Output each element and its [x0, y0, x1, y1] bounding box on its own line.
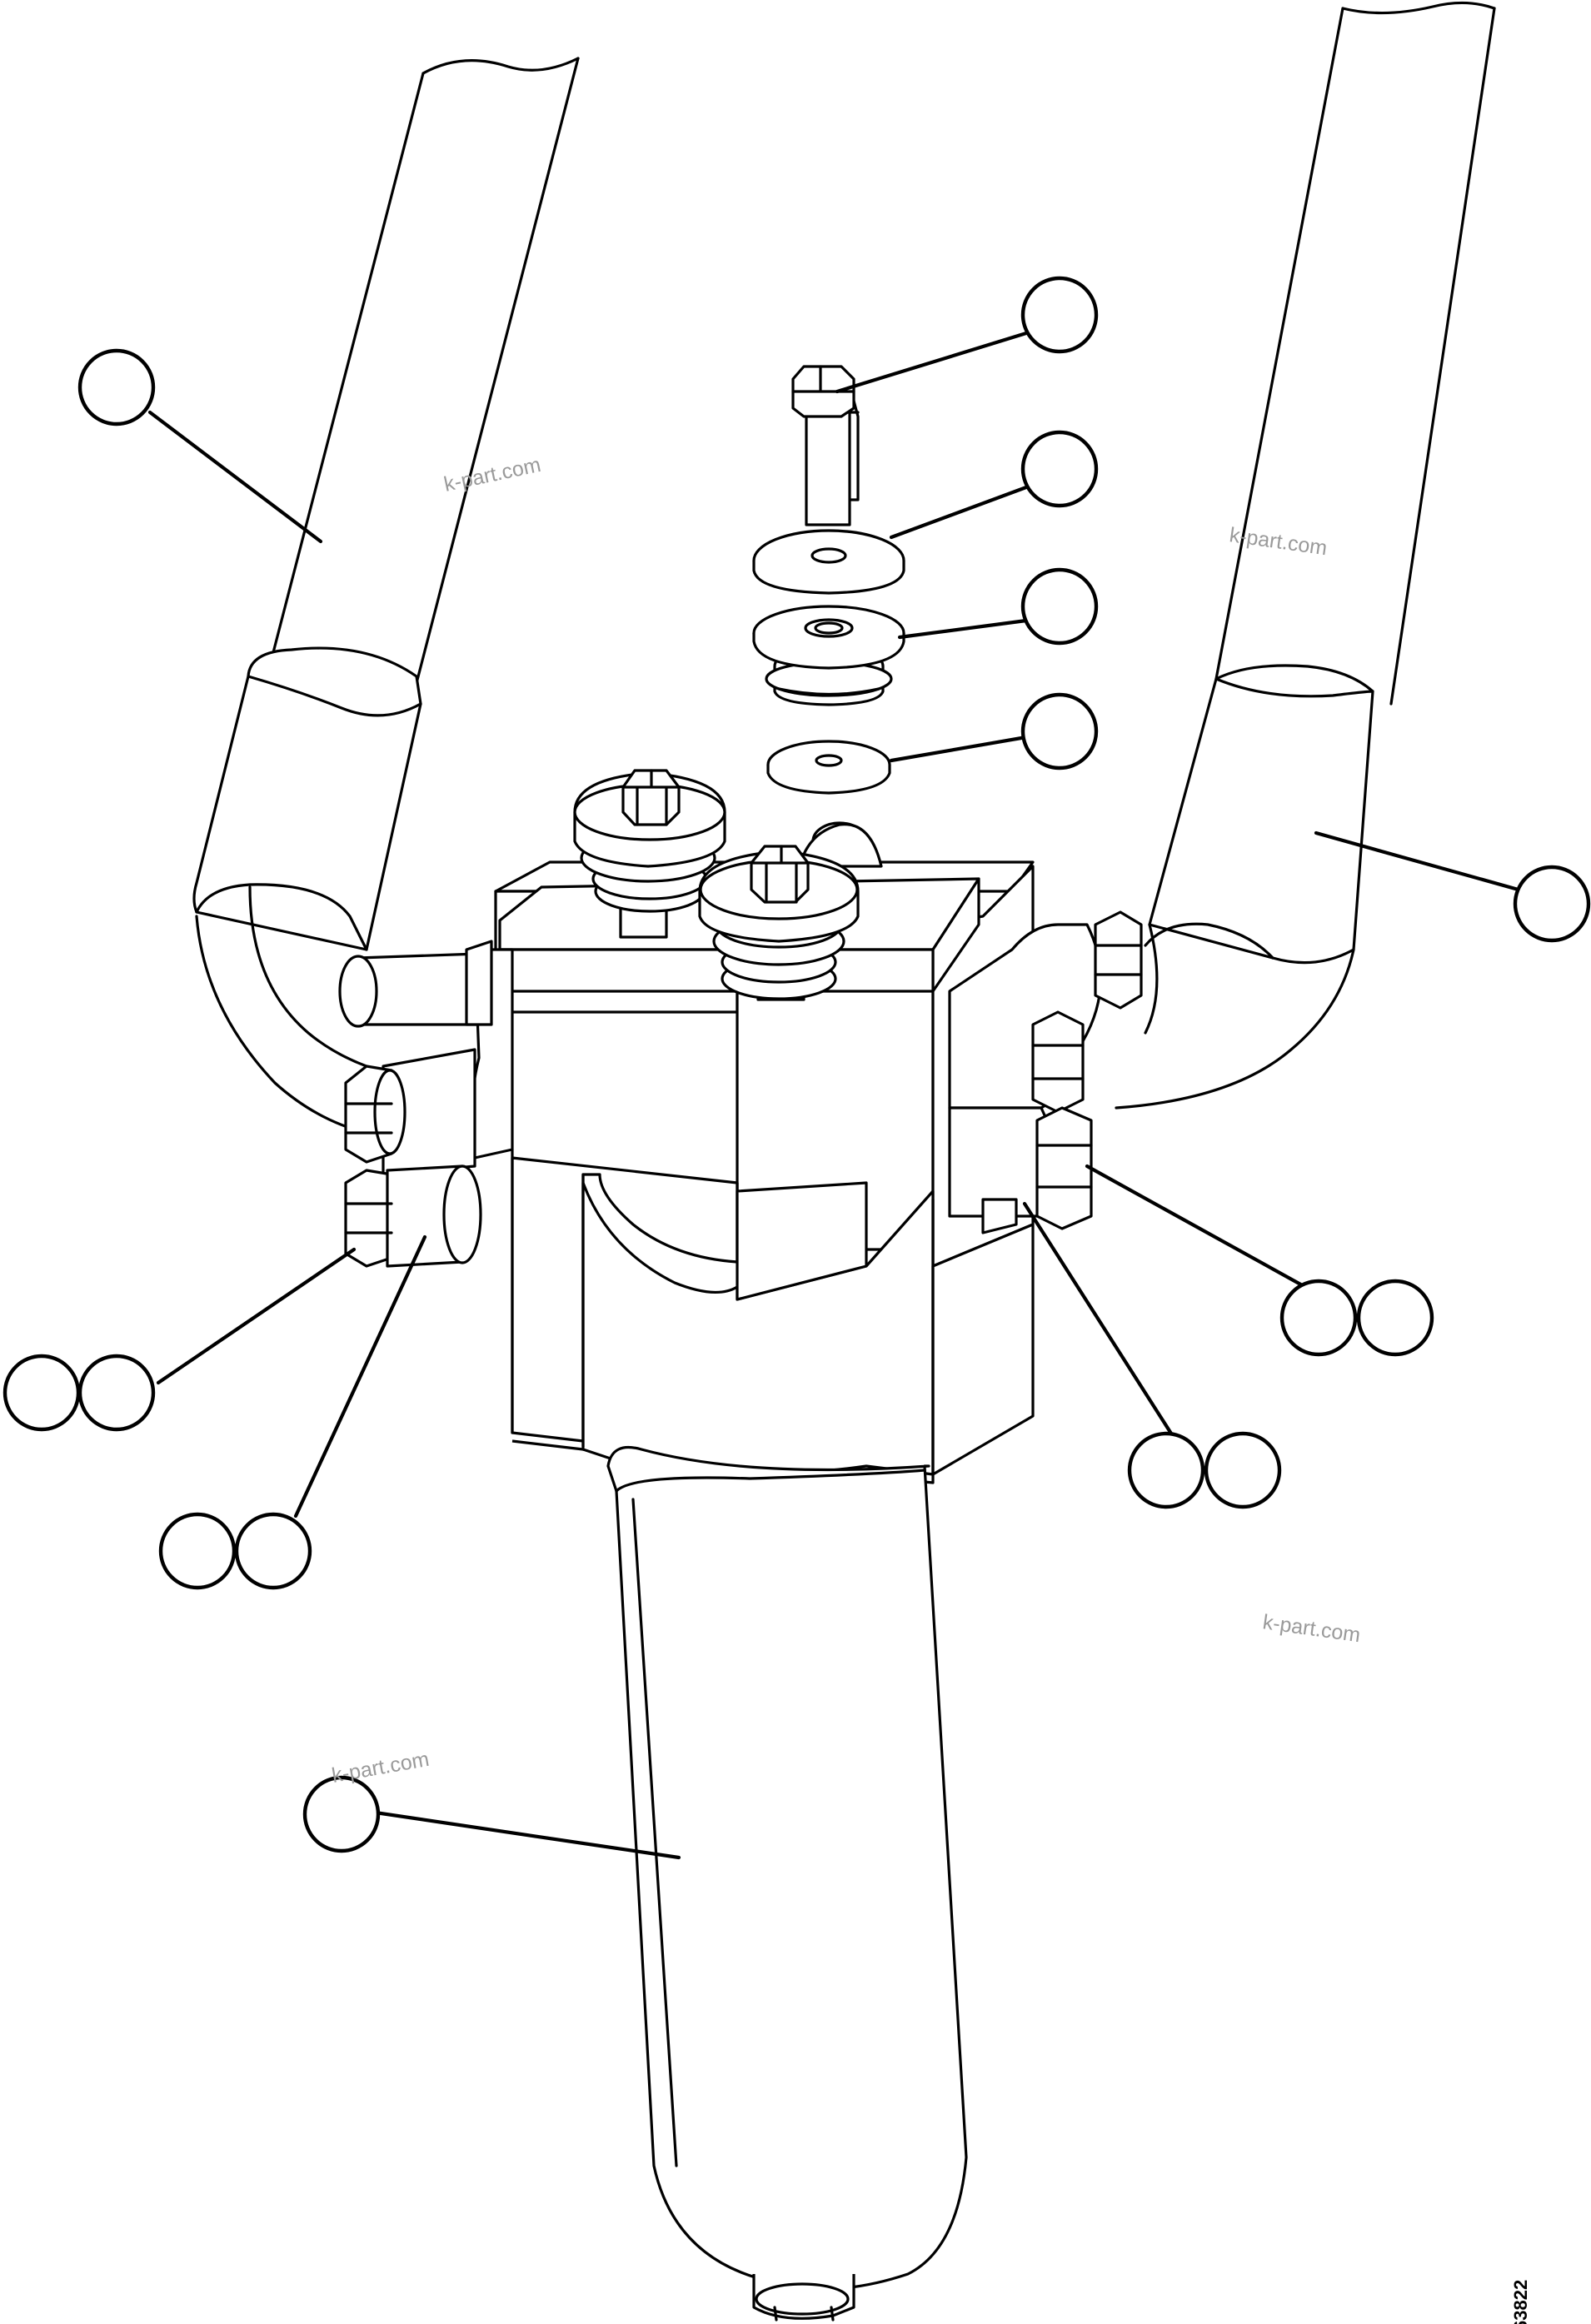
callout-washer-small[interactable]	[1020, 692, 1099, 771]
callout-bolt-top[interactable]	[1020, 276, 1099, 354]
flange-left	[338, 940, 514, 1176]
callout-bolt-left-a[interactable]	[2, 1354, 81, 1432]
watermark-1: k-part.com	[441, 453, 542, 496]
callout-isolator-mount[interactable]	[1020, 567, 1099, 646]
callout-fitting-left-b[interactable]	[234, 1512, 312, 1590]
callout-washer-large[interactable]	[1020, 430, 1099, 508]
bolts-left	[344, 1065, 482, 1268]
callout-fitting-right-a[interactable]	[1127, 1431, 1205, 1509]
hose-right	[1115, 1, 1496, 1110]
callouts	[2, 276, 1591, 1853]
bolts-right	[1031, 910, 1143, 1230]
mount-stack-right	[698, 845, 860, 1001]
filter-canister	[606, 1445, 968, 2322]
callout-bolt-right-a[interactable]	[1279, 1279, 1358, 1357]
exploded-hardware	[752, 365, 905, 795]
callout-fitting-left-a[interactable]	[158, 1512, 237, 1590]
hose-left	[192, 57, 580, 1135]
callout-fitting-right-b[interactable]	[1204, 1431, 1282, 1509]
mount-stack-left	[573, 769, 726, 939]
watermark-3: k-part.com	[1261, 1610, 1362, 1647]
callout-hose-left[interactable]	[77, 348, 156, 426]
callout-bolt-right-b[interactable]	[1356, 1279, 1434, 1357]
watermark-4: k-part.com	[330, 1748, 431, 1788]
leader-lines	[147, 331, 1533, 1860]
watermark-2: k-part.com	[1228, 523, 1329, 560]
callout-filter-element[interactable]	[302, 1775, 381, 1853]
image-code: 63822	[1510, 2280, 1531, 2324]
callout-hose-right[interactable]	[1513, 865, 1591, 943]
callout-bolt-left-b[interactable]	[77, 1354, 156, 1432]
